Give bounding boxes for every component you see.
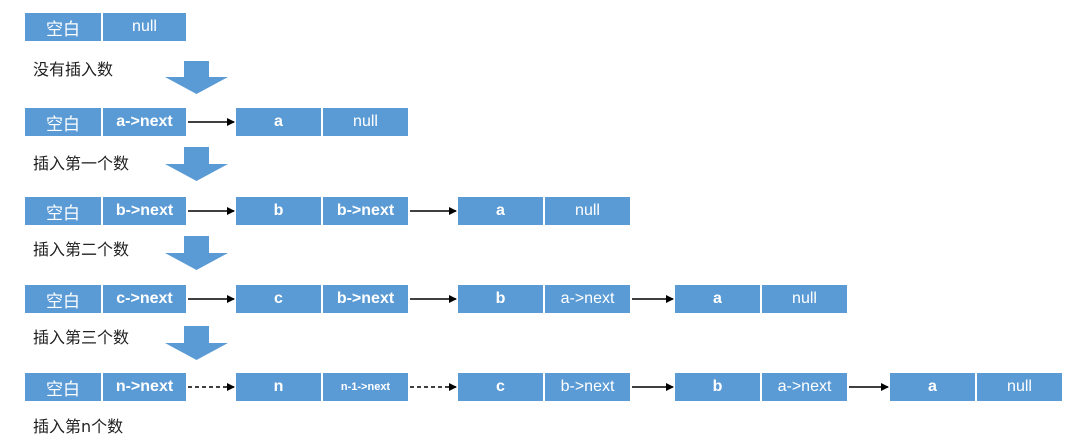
node-next: a->next xyxy=(762,373,847,401)
step-down-arrow xyxy=(165,61,228,94)
node-value: a xyxy=(890,373,975,401)
step-caption: 插入第二个数 xyxy=(33,240,130,259)
step-caption: 插入第n个数 xyxy=(33,417,124,436)
node-next: b->next xyxy=(545,373,630,401)
head-pointer: n->next xyxy=(103,373,186,401)
node-value: n xyxy=(236,373,321,401)
node-value: a xyxy=(458,197,543,225)
head-pointer: c->next xyxy=(103,285,186,313)
node-next: a->next xyxy=(545,285,630,313)
node-value: c xyxy=(458,373,543,401)
node-next: null xyxy=(545,197,630,225)
head-pointer: null xyxy=(103,13,186,41)
node-next: b->next xyxy=(323,197,408,225)
node-next: n-1->next xyxy=(323,373,408,401)
step-down-arrow xyxy=(165,326,228,360)
head-pointer: a->next xyxy=(103,108,186,136)
node-next: null xyxy=(323,108,408,136)
node-value: c xyxy=(236,285,321,313)
step-down-arrow xyxy=(165,147,228,181)
node-value: a xyxy=(675,285,760,313)
step-caption: 插入第三个数 xyxy=(33,328,130,347)
step-caption: 插入第一个数 xyxy=(33,154,130,173)
node-value: b xyxy=(458,285,543,313)
head-node-label: 空白 xyxy=(25,197,101,225)
step-down-arrow xyxy=(165,236,228,270)
head-node-label: 空白 xyxy=(25,285,101,313)
head-node-label: 空白 xyxy=(25,108,101,136)
node-next: b->next xyxy=(323,285,408,313)
node-next: null xyxy=(762,285,847,313)
node-value: b xyxy=(236,197,321,225)
head-node-label: 空白 xyxy=(25,13,101,41)
node-next: null xyxy=(977,373,1062,401)
head-node-label: 空白 xyxy=(25,373,101,401)
step-caption: 没有插入数 xyxy=(33,60,114,79)
node-value: b xyxy=(675,373,760,401)
node-value: a xyxy=(236,108,321,136)
head-pointer: b->next xyxy=(103,197,186,225)
